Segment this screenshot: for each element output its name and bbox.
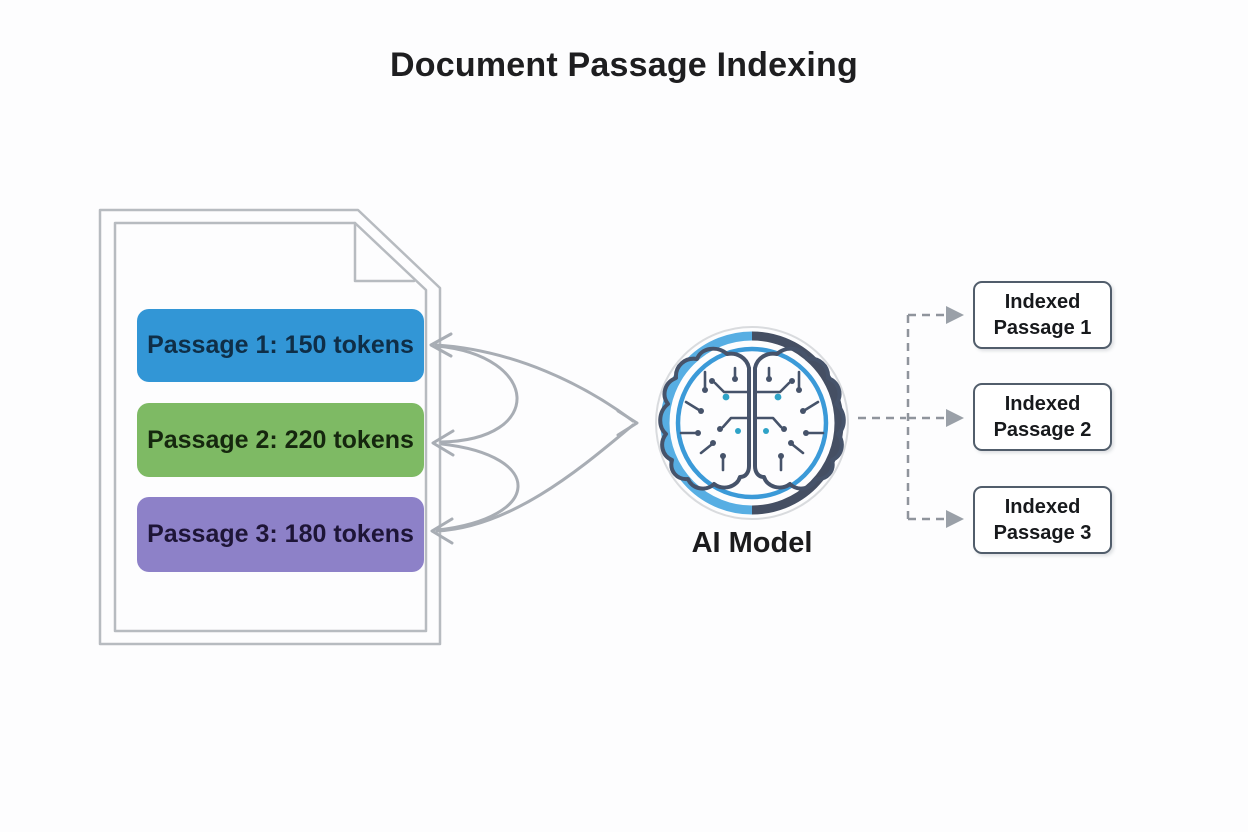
- dashed-arrowheads: [946, 306, 964, 528]
- arrow-curve-top-inner: [435, 344, 519, 444]
- passage-box-2: Passage 2: 220 tokens: [137, 403, 424, 477]
- arrowhead-output-2: [946, 409, 964, 427]
- indexed-2-line2: Passage 2: [993, 419, 1092, 441]
- indexed-passage-box-1: Indexed Passage 1: [973, 281, 1112, 349]
- indexed-2-line1: Indexed: [1004, 393, 1081, 415]
- ai-model-icon: [655, 326, 849, 520]
- passage-3-label: Passage 3: 180 tokens: [147, 520, 414, 548]
- passage-2-label: Passage 2: 220 tokens: [147, 425, 414, 454]
- document-fold-flap: [353, 221, 416, 283]
- document-icon: [98, 208, 442, 646]
- brain-hemisphere-outline: [658, 346, 751, 491]
- indexed-3-line1: Indexed: [1004, 496, 1081, 518]
- arrowhead-output-1: [946, 306, 964, 324]
- indexed-passage-box-3: Indexed Passage 3: [973, 486, 1112, 554]
- passage-box-1: Passage 1: 150 tokens: [137, 309, 424, 382]
- ai-model-label: AI Model: [691, 527, 813, 559]
- converging-arrows: [429, 332, 639, 545]
- indexed-1-line2: Passage 1: [993, 317, 1092, 339]
- passage-1-label: Passage 1: 150 tokens: [147, 331, 414, 359]
- brain-circuit-lines: [679, 366, 751, 472]
- passage-box-3: Passage 3: 180 tokens: [137, 497, 424, 572]
- arrowhead-passage-2: [431, 429, 455, 457]
- arrowhead-passage-3: [430, 517, 454, 545]
- ai-outer-faint-ring: [655, 326, 849, 520]
- diagram-title: Document Passage Indexing: [390, 46, 858, 84]
- ai-inner-ring: [675, 346, 829, 500]
- document-inner-page: [113, 221, 428, 633]
- arrowhead-output-3: [946, 510, 964, 528]
- arrowhead-passage-1: [429, 332, 453, 358]
- indexed-passage-box-2: Indexed Passage 2: [973, 383, 1112, 451]
- brain-icon: [658, 346, 846, 491]
- dashed-connectors: [858, 313, 946, 521]
- arrow-curve-bottom-outer: [435, 423, 635, 533]
- ai-ring-left-half: [660, 331, 753, 515]
- arrow-curve-bottom-inner: [436, 442, 520, 532]
- indexed-1-line1: Indexed: [1004, 291, 1081, 313]
- indexed-3-line2: Passage 3: [993, 522, 1092, 544]
- brain-circuit-nodes: [695, 376, 738, 459]
- ai-ring-right-half: [751, 331, 844, 515]
- arrow-curve-top-outer: [434, 343, 635, 423]
- brain-accent-dots: [722, 393, 741, 434]
- arrowhead-to-ai-model: [616, 409, 639, 437]
- document-outer-page: [98, 208, 442, 646]
